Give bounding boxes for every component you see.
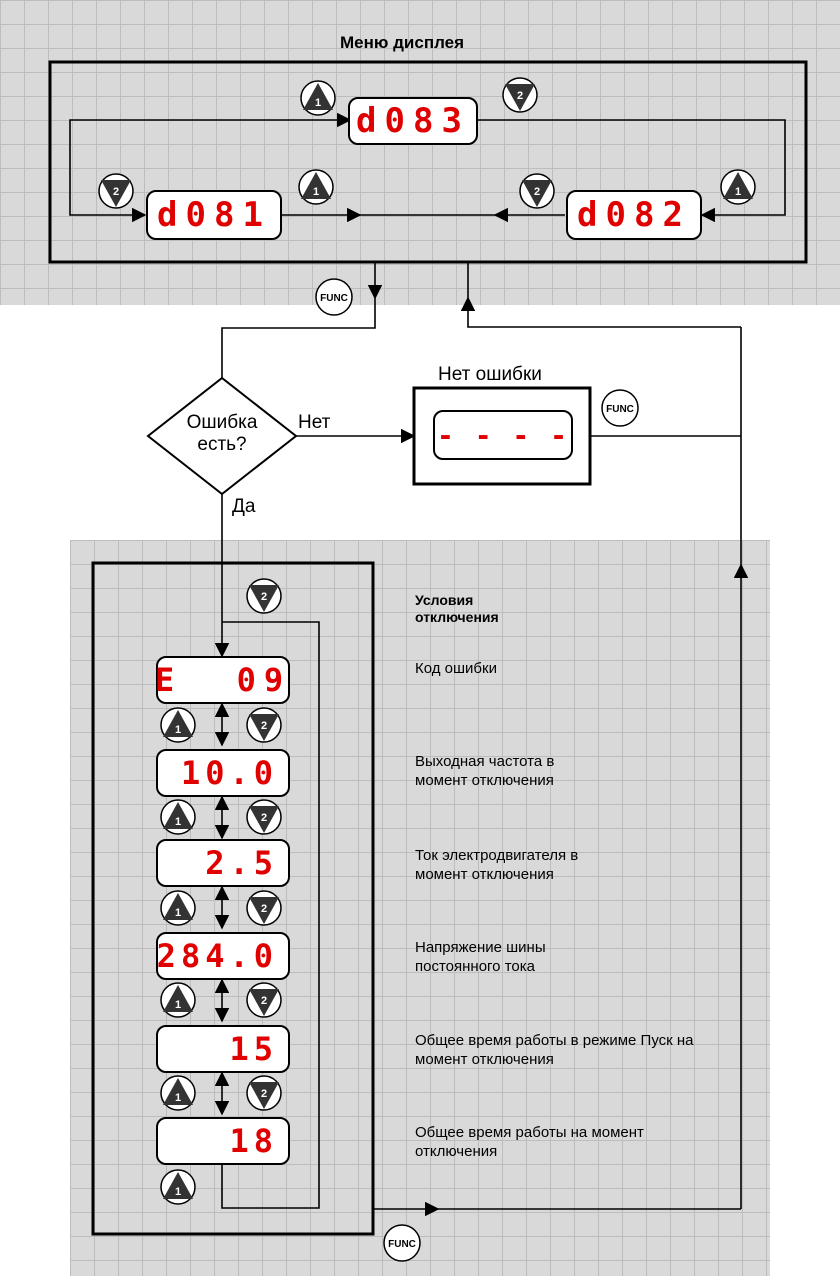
down-button-icon[interactable]: 2: [246, 707, 282, 743]
up-button-icon[interactable]: 1: [160, 982, 196, 1018]
down-button-icon[interactable]: 2: [246, 1075, 282, 1111]
trip-conditions-title: Условия отключения: [415, 592, 499, 622]
up-button-icon[interactable]: 1: [160, 707, 196, 743]
display-d082[interactable]: d082: [566, 190, 702, 240]
svg-text:2: 2: [517, 90, 523, 102]
svg-text:1: 1: [175, 724, 181, 736]
up-button-icon[interactable]: 1: [160, 890, 196, 926]
svg-text:1: 1: [315, 97, 321, 109]
svg-text:1: 1: [175, 999, 181, 1011]
svg-text:1: 1: [735, 186, 741, 198]
up-button-icon[interactable]: 1: [160, 1169, 196, 1205]
up-button-icon[interactable]: 1: [300, 80, 336, 116]
down-button-icon[interactable]: 2: [246, 578, 282, 614]
trip-text-current: Ток электродвигателя в момент отключения: [415, 847, 579, 883]
svg-text:FUNC: FUNC: [320, 293, 348, 304]
svg-text:FUNC: FUNC: [606, 404, 634, 415]
decision-question: Ошибка есть?: [186, 412, 258, 455]
down-button-icon[interactable]: 2: [246, 982, 282, 1018]
func-button-icon[interactable]: FUNC: [601, 389, 639, 427]
svg-text:2: 2: [261, 903, 267, 915]
down-button-icon[interactable]: 2: [502, 77, 538, 113]
svg-text:2: 2: [261, 591, 267, 603]
display-menu-title: Меню дисплея: [340, 33, 465, 52]
down-button-icon[interactable]: 2: [98, 173, 134, 209]
down-button-icon[interactable]: 2: [246, 799, 282, 835]
svg-text:FUNC: FUNC: [388, 1239, 416, 1250]
top-panel-background: [0, 0, 840, 305]
trip-display-voltage[interactable]: 284.0: [156, 932, 290, 980]
svg-text:2: 2: [261, 995, 267, 1007]
svg-text:2: 2: [261, 720, 267, 732]
svg-text:2: 2: [113, 186, 119, 198]
decision-no-label: Нет: [298, 412, 331, 433]
down-button-icon[interactable]: 2: [246, 890, 282, 926]
trip-display-frequency[interactable]: 10.0: [156, 749, 290, 797]
display-d083[interactable]: d083: [348, 97, 478, 145]
trip-display-current[interactable]: 2.5: [156, 839, 290, 887]
trip-text-frequency: Выходная частота в момент отключения: [415, 753, 555, 789]
trip-display-error-code[interactable]: E 09: [155, 656, 290, 704]
trip-text-total-time: Общее время работы на момент отключения: [415, 1124, 644, 1160]
no-error-title: Нет ошибки: [438, 364, 542, 385]
up-button-icon[interactable]: 1: [298, 169, 334, 205]
display-d081[interactable]: d081: [146, 190, 282, 240]
svg-text:1: 1: [175, 816, 181, 828]
svg-text:1: 1: [175, 907, 181, 919]
func-button-icon[interactable]: FUNC: [383, 1224, 421, 1262]
trip-text-run-time: Общее время работы в режиме Пуск на моме…: [415, 1032, 694, 1068]
svg-text:2: 2: [534, 186, 540, 198]
svg-text:1: 1: [175, 1186, 181, 1198]
svg-text:1: 1: [175, 1092, 181, 1104]
trip-display-run-time[interactable]: 15: [156, 1025, 290, 1073]
svg-text:2: 2: [261, 812, 267, 824]
decision-yes-label: Да: [232, 496, 256, 517]
no-error-display[interactable]: - - - -: [433, 410, 573, 460]
svg-text:2: 2: [261, 1088, 267, 1100]
trip-text-voltage: Напряжение шины постоянного тока: [415, 939, 546, 975]
up-button-icon[interactable]: 1: [160, 1075, 196, 1111]
trip-text-error-code: Код ошибки: [415, 660, 497, 677]
func-button-icon[interactable]: FUNC: [315, 278, 353, 316]
trip-display-total-time[interactable]: 18: [156, 1117, 290, 1165]
up-button-icon[interactable]: 1: [160, 799, 196, 835]
svg-text:1: 1: [313, 186, 319, 198]
up-button-icon[interactable]: 1: [720, 169, 756, 205]
down-button-icon[interactable]: 2: [519, 173, 555, 209]
